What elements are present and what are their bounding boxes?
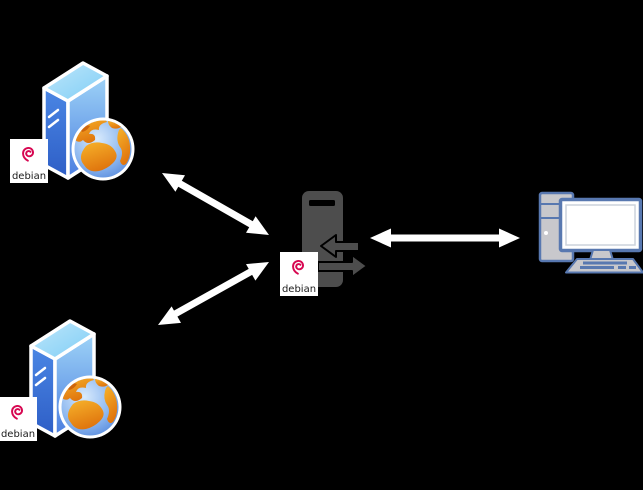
proxy-server-node: debian <box>280 191 368 296</box>
web-server-node-1: debian <box>10 61 135 183</box>
connector-webserver1-proxy <box>162 173 269 235</box>
debian-badge: debian <box>0 397 37 441</box>
globe-icon <box>59 376 122 439</box>
web-server-node-2: debian <box>0 319 122 441</box>
monitor-screen <box>565 204 636 246</box>
keyboard-icon <box>565 258 643 274</box>
debian-badge: debian <box>10 139 48 183</box>
proxy-tower-slot <box>309 200 335 206</box>
connector-webserver2-proxy <box>158 262 269 325</box>
connector-proxy-client <box>370 228 520 248</box>
monitor-icon <box>558 197 643 261</box>
debian-badge: debian <box>280 252 318 296</box>
globe-icon <box>72 118 135 181</box>
debian-label: debian <box>1 429 35 440</box>
debian-label: debian <box>282 284 316 295</box>
client-computer-node <box>538 191 643 274</box>
debian-label: debian <box>12 171 46 182</box>
power-led <box>544 231 548 235</box>
